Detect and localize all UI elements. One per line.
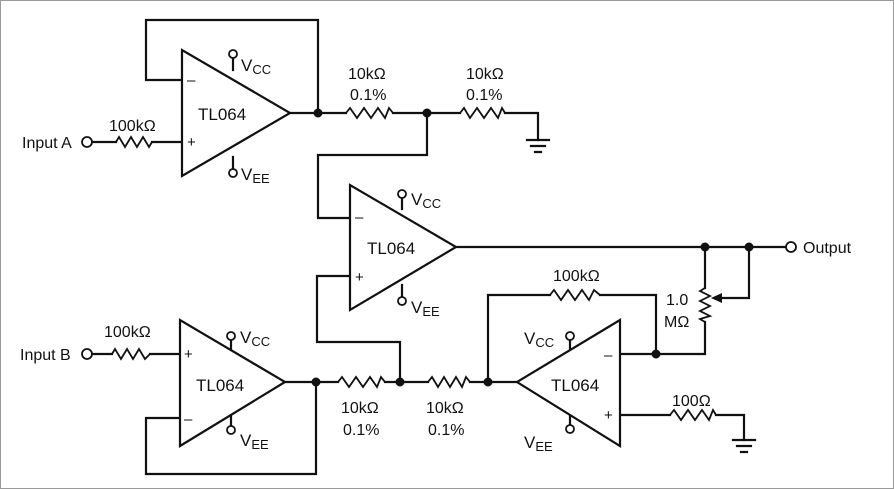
potentiometer-value: 1.0: [666, 292, 688, 309]
resistor-top-2-tolerance: 0.1%: [466, 87, 502, 104]
opamp-middle-plus: +: [355, 269, 364, 286]
potentiometer: [697, 287, 713, 323]
resistor-bottom-1-tolerance: 0.1%: [343, 422, 379, 439]
opamp-right-plus: +: [604, 407, 613, 424]
opamp-top-vee: VEE: [241, 165, 270, 186]
potentiometer-wiper-arrow: [711, 293, 722, 303]
resistors: [111, 105, 722, 422]
opamp-bottom-plus: +: [184, 346, 193, 363]
opamp-right-minus: –: [604, 347, 613, 364]
resistor-input-a: [115, 135, 153, 149]
opamp-bottom-minus: –: [184, 411, 193, 428]
resistor-bottom-2: [427, 375, 471, 390]
resistor-bottom-2-tolerance: 0.1%: [428, 422, 464, 439]
opamp-right-vee: VEE: [524, 433, 553, 454]
opamp-middle-minus: –: [355, 209, 364, 226]
opamp-top-plus: +: [187, 134, 196, 151]
resistor-100-ohm-value: 100Ω: [672, 393, 711, 410]
resistor-bottom-2-value: 10kΩ: [426, 400, 464, 417]
opamp-middle-vcc: VCC: [411, 190, 441, 211]
input-b-terminal: [81, 348, 93, 360]
resistor-top-2: [459, 105, 506, 120]
input-a-terminal: [81, 136, 93, 148]
opamp-middle: – + TL064 VCC VEE: [348, 183, 459, 319]
potentiometer-unit: MΩ: [664, 314, 689, 331]
resistor-input-a-value: 100kΩ: [109, 118, 156, 135]
opamp-right-vcc: VCC: [524, 329, 554, 350]
resistor-bottom-1-value: 10kΩ: [341, 400, 379, 417]
opamp-middle-label: TL064: [367, 239, 415, 258]
opamp-right-label: TL064: [551, 376, 599, 395]
ground-bottom: [731, 438, 757, 454]
resistor-top-1-tolerance: 0.1%: [350, 87, 386, 104]
resistor-feedback: [549, 288, 601, 302]
wires: [90, 18, 787, 476]
opamp-top: – + TL064 VCC VEE: [180, 48, 293, 186]
opamp-top-label: TL064: [198, 105, 246, 124]
opamp-top-minus: –: [187, 72, 196, 89]
resistor-feedback-value: 100kΩ: [553, 268, 600, 285]
resistor-top-2-value: 10kΩ: [466, 66, 504, 83]
input-a-label: Input A: [22, 135, 72, 152]
input-b-label: Input B: [20, 347, 71, 364]
resistor-100-ohm: [669, 407, 717, 422]
resistor-bottom-1: [337, 375, 386, 389]
resistor-top-1-value: 10kΩ: [348, 66, 386, 83]
opamp-top-vcc: VCC: [241, 56, 271, 77]
opamp-bottom-vee: VEE: [240, 431, 269, 452]
output-label: Output: [803, 240, 852, 257]
opamp-bottom-vcc: VCC: [240, 328, 270, 349]
output-terminal: [785, 241, 797, 253]
resistor-top-1: [345, 106, 394, 120]
junctions: [311, 108, 754, 387]
opamp-bottom: + – TL064 VCC VEE: [178, 318, 288, 452]
resistor-input-b: [111, 347, 151, 361]
resistor-input-b-value: 100kΩ: [104, 324, 151, 341]
ground-top: [525, 138, 551, 154]
opamp-bottom-label: TL064: [196, 376, 244, 395]
opamp-right: – + TL064 VCC VEE: [514, 318, 622, 454]
opamp-middle-vee: VEE: [411, 298, 440, 319]
